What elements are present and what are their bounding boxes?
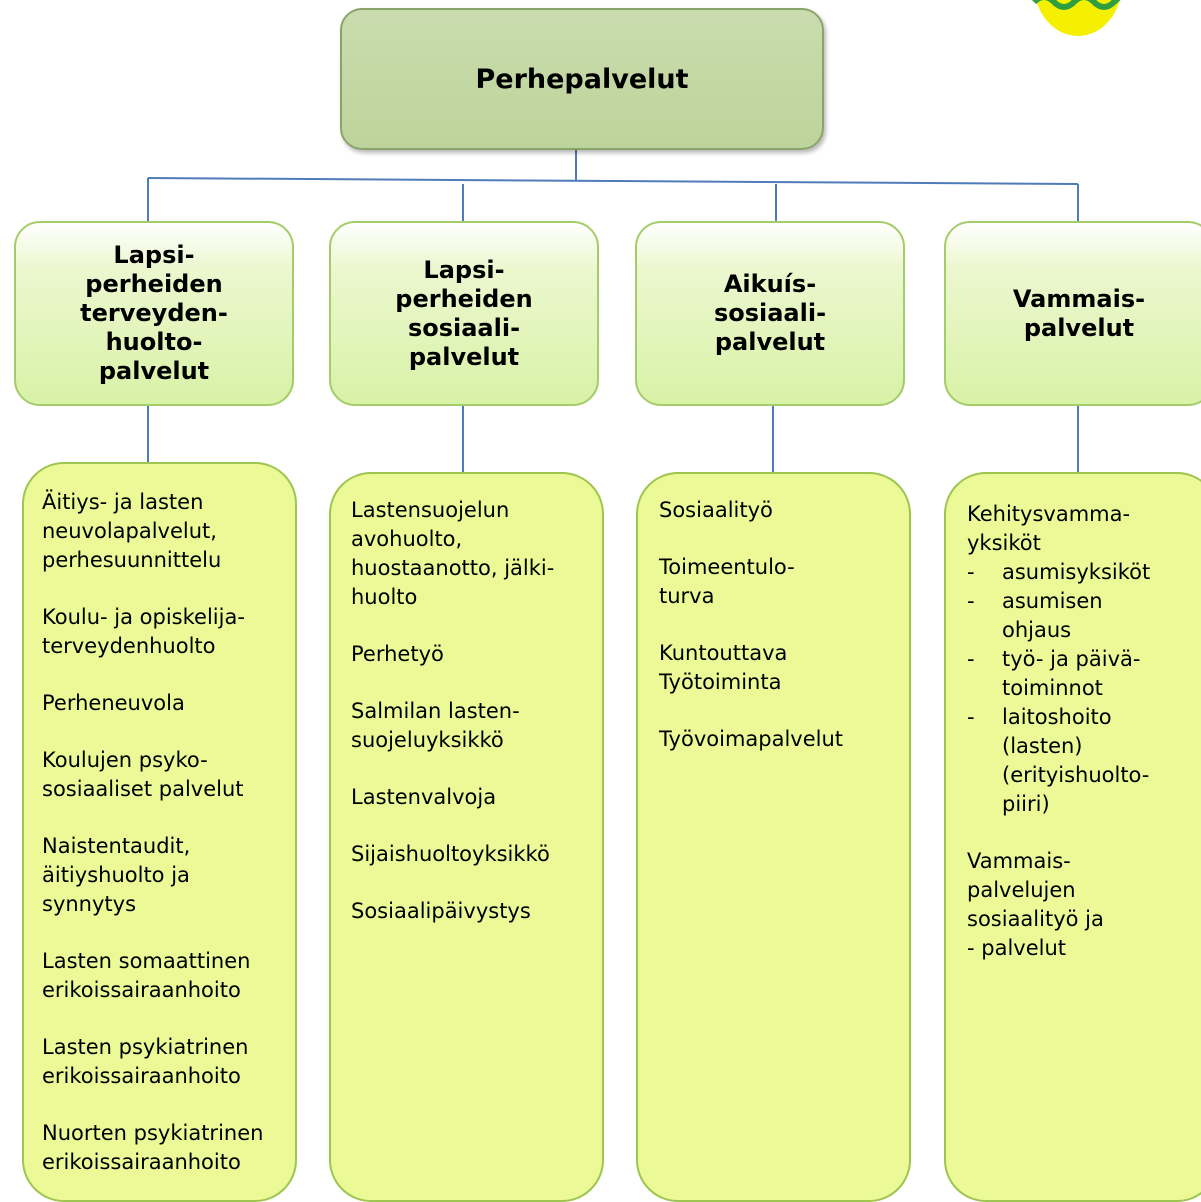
- service-item: Sijaishuoltoyksikkö: [351, 842, 550, 866]
- service-item: Sosiaalityö: [659, 498, 773, 522]
- service-sublist: asumisyksiköt asumisen ohjaus työ- ja pä…: [967, 558, 1201, 819]
- service-item: Sosiaalipäivystys: [351, 899, 531, 923]
- category-title: Aikuís- sosiaali- palvelut: [713, 270, 827, 356]
- service-subitem: laitoshoito (lasten) (erityishuolto- pii…: [967, 703, 1201, 819]
- services-box-aikuissosiaalipalvelut: Sosiaalityö Toimeentulo- turva Kuntoutta…: [636, 472, 911, 1202]
- service-item: Salmilan lasten- suojeluyksikkö: [351, 699, 520, 752]
- services-box-sosiaalipalvelut: Lastensuojelun avohuolto, huostaanotto, …: [329, 472, 604, 1202]
- category-aikuissosiaalipalvelut: Aikuís- sosiaali- palvelut: [635, 221, 905, 406]
- service-item: Lasten psykiatrinen erikoissairaanhoito: [42, 1035, 249, 1088]
- service-item: Lastensuojelun avohuolto, huostaanotto, …: [351, 498, 555, 609]
- root-title: Perhepalvelut: [475, 63, 689, 95]
- connector-lines: [147, 146, 1079, 472]
- service-subitem: työ- ja päivä- toiminnot: [967, 645, 1201, 703]
- municipality-logo-icon: [1032, 0, 1121, 36]
- service-item: Äitiys- ja lasten neuvolapalvelut, perhe…: [42, 490, 222, 572]
- service-item: Perhetyö: [351, 642, 444, 666]
- service-item: Lasten somaattinen erikoissairaanhoito: [42, 949, 251, 1002]
- category-title: Lapsi- perheiden terveyden- huolto- palv…: [80, 241, 228, 385]
- service-item: Vammais- palvelujen sosiaalityö ja - pal…: [967, 849, 1104, 960]
- services-box-vammaispalvelut: Kehitysvamma- yksiköt asumisyksiköt asum…: [944, 472, 1201, 1202]
- service-item: Koulujen psyko- sosiaaliset palvelut: [42, 748, 244, 801]
- category-title: Vammais- palvelut: [1012, 284, 1146, 342]
- service-item: Toimeentulo- turva: [659, 555, 795, 608]
- category-title: Lapsi- perheiden sosiaali- palvelut: [395, 255, 533, 371]
- service-item: Perheneuvola: [42, 691, 185, 715]
- service-item: Koulu- ja opiskelija- terveydenhuolto: [42, 605, 245, 658]
- category-vammaispalvelut: Vammais- palvelut: [944, 221, 1201, 406]
- service-item: Työvoimapalvelut: [659, 727, 844, 751]
- category-lapsiperheiden-terveydenhuoltopalvelut: Lapsi- perheiden terveyden- huolto- palv…: [14, 221, 294, 406]
- service-subitem: asumisen ohjaus: [967, 587, 1201, 645]
- service-item: Lastenvalvoja: [351, 785, 497, 809]
- service-item: Nuorten psykiatrinen erikoissairaanhoito: [42, 1121, 264, 1174]
- category-lapsiperheiden-sosiaalipalvelut: Lapsi- perheiden sosiaali- palvelut: [329, 221, 599, 406]
- service-item: Kuntouttava Työtoiminta: [659, 641, 788, 694]
- service-subitem: asumisyksiköt: [967, 558, 1201, 587]
- root-node-perhepalvelut: Perhepalvelut: [340, 8, 824, 150]
- service-group-heading: Kehitysvamma- yksiköt: [967, 502, 1131, 555]
- services-box-terveydenhuolto: Äitiys- ja lasten neuvolapalvelut, perhe…: [22, 462, 297, 1202]
- service-item: Naistentaudit, äitiyshuolto ja synnytys: [42, 834, 191, 916]
